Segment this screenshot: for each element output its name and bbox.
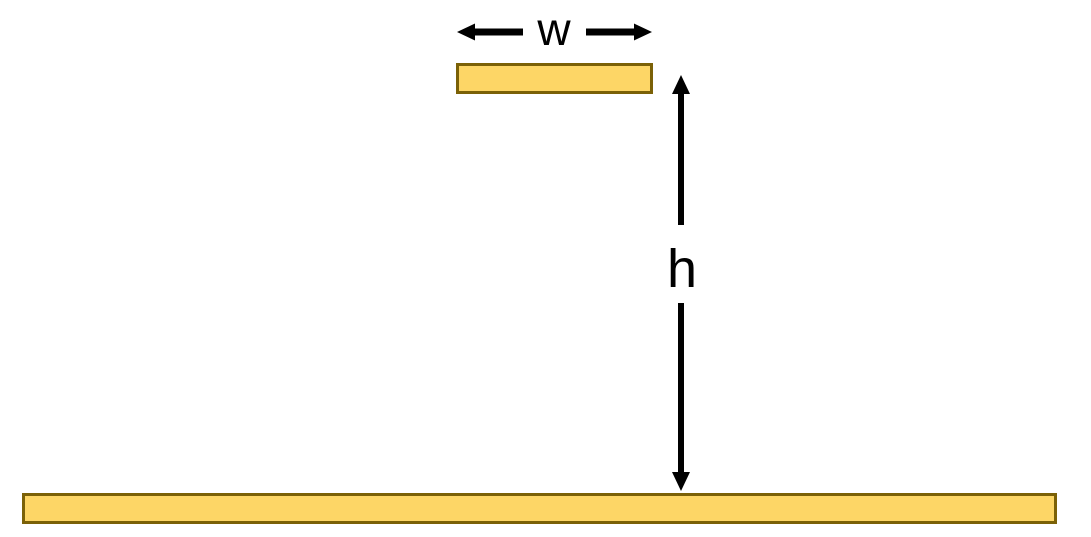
small-plate [456, 63, 653, 94]
width-arrow-right-icon [586, 23, 652, 41]
height-label: h [666, 239, 698, 299]
ground-plate [22, 493, 1057, 524]
width-label: w [537, 3, 571, 55]
height-arrow-icon [672, 75, 690, 491]
width-arrow-left-icon [457, 23, 523, 41]
